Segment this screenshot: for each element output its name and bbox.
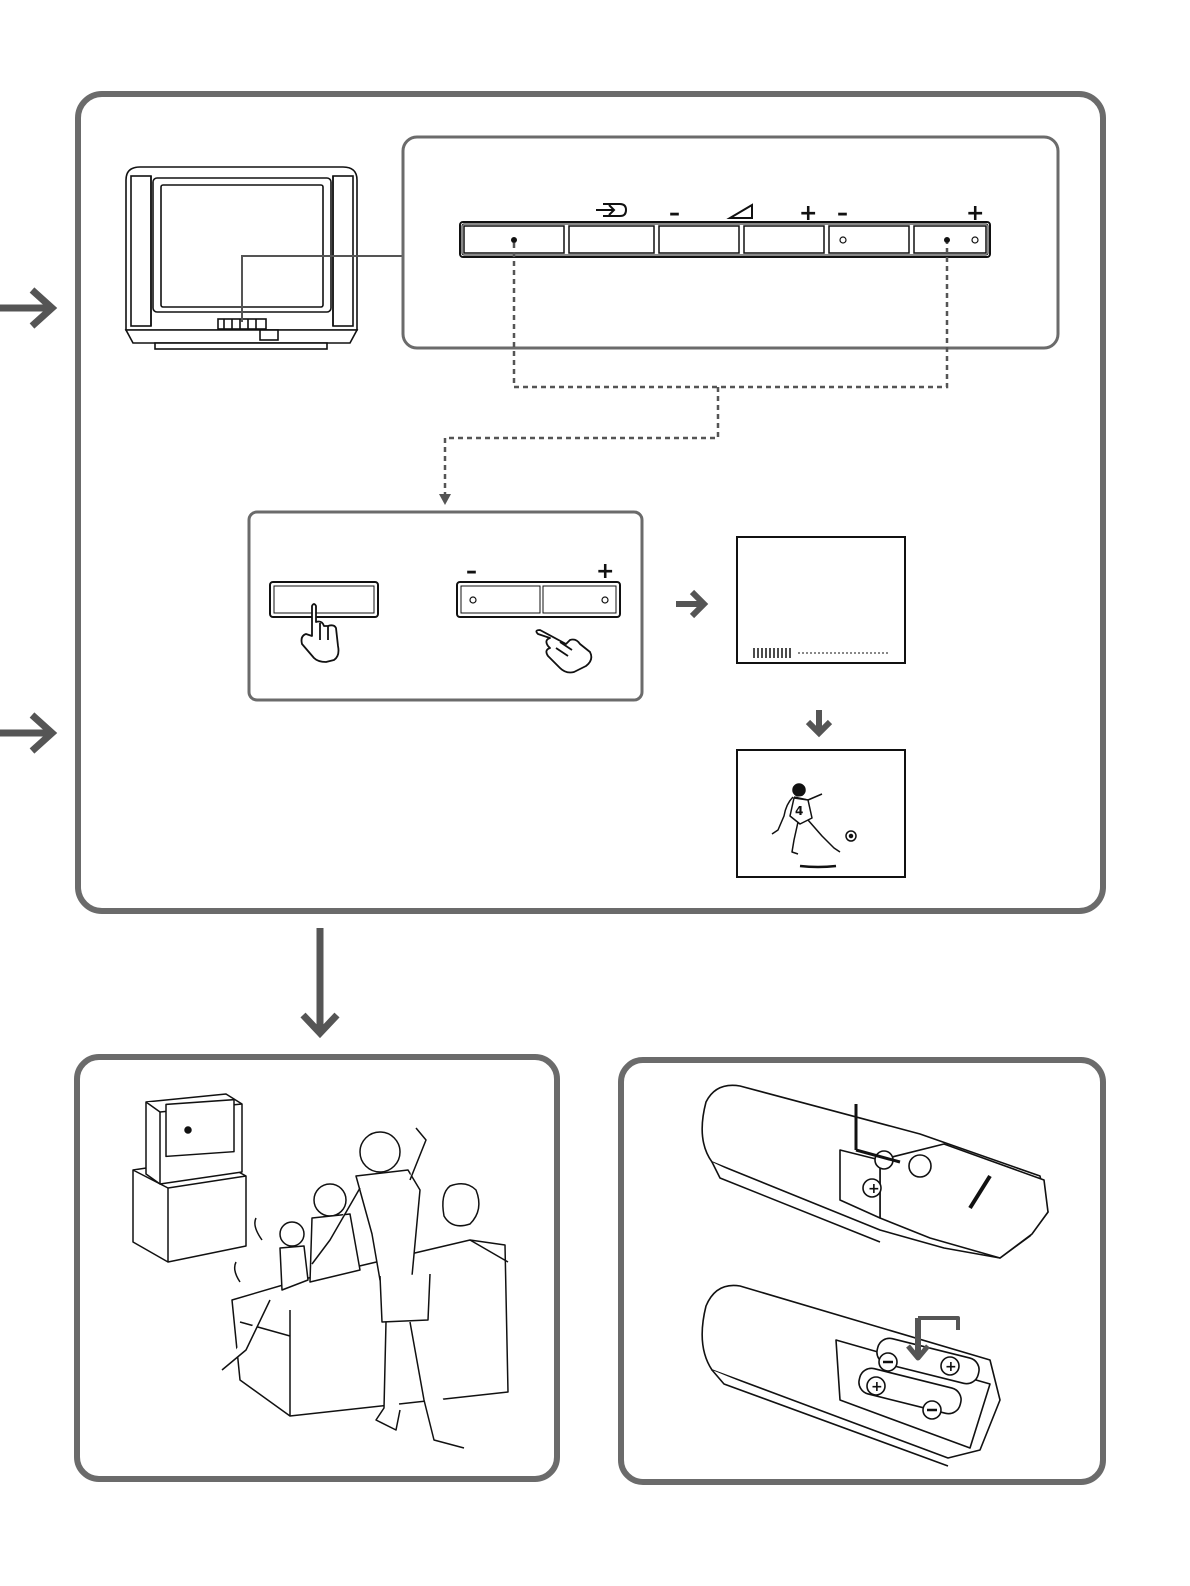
volume-plus-label: +: [799, 201, 817, 226]
pointing-hand-icon: [536, 630, 591, 673]
svg-text:+: +: [945, 1359, 957, 1375]
remote-open-cover-illustration: +: [702, 1085, 1048, 1258]
big-down-arrow: [303, 928, 337, 1033]
step-program-buttons[interactable]: [457, 582, 620, 617]
result-picture-screen: [737, 750, 905, 877]
right-arrow-to-screen: [676, 592, 704, 616]
program-plus-label: +: [966, 201, 984, 226]
remote-batteries-illustration: + +: [702, 1285, 1000, 1466]
button-program-plus[interactable]: [914, 226, 986, 253]
step-minus-label: –: [466, 559, 477, 584]
svg-text:4: 4: [795, 804, 803, 818]
program-minus-label: –: [837, 201, 848, 226]
step-power-button[interactable]: [270, 582, 378, 617]
dashed-connector: [445, 243, 947, 498]
svg-text:+: +: [868, 1181, 880, 1197]
tuning-screen: [737, 537, 905, 663]
left-arrow-bottom: [0, 715, 52, 751]
step-plus-label: +: [596, 559, 614, 584]
watching-tv-illustration: [133, 1094, 508, 1448]
input-select-icon: [596, 204, 626, 216]
button-power[interactable]: [464, 226, 564, 253]
button-program-minus[interactable]: [829, 226, 909, 253]
volume-minus-label: –: [669, 201, 680, 226]
dashed-arrowhead: [439, 494, 451, 505]
button-volume-plus[interactable]: [744, 226, 824, 253]
volume-icon: [730, 205, 752, 218]
down-arrow-between-screens: [808, 710, 830, 733]
svg-text:+: +: [871, 1379, 883, 1395]
button-volume-minus[interactable]: [659, 226, 739, 253]
left-arrow-top: [0, 290, 52, 326]
button-input-select[interactable]: [569, 226, 654, 253]
